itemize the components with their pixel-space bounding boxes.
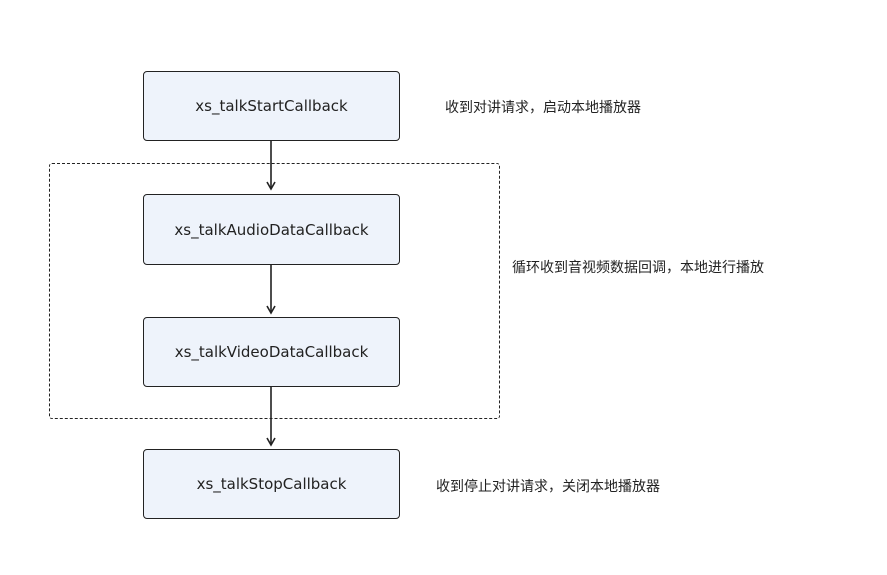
node-talk-video-data-callback: xs_talkVideoDataCallback (143, 317, 400, 387)
note-stop: 收到停止对讲请求，关闭本地播放器 (436, 479, 660, 495)
node-talk-start-callback: xs_talkStartCallback (143, 71, 400, 141)
loop-group-frame (49, 163, 500, 419)
node-talk-stop-callback: xs_talkStopCallback (143, 449, 400, 519)
node-talk-audio-data-callback: xs_talkAudioDataCallback (143, 194, 400, 265)
note-loop: 循环收到音视频数据回调，本地进行播放 (512, 260, 764, 276)
note-start: 收到对讲请求，启动本地播放器 (445, 100, 641, 116)
